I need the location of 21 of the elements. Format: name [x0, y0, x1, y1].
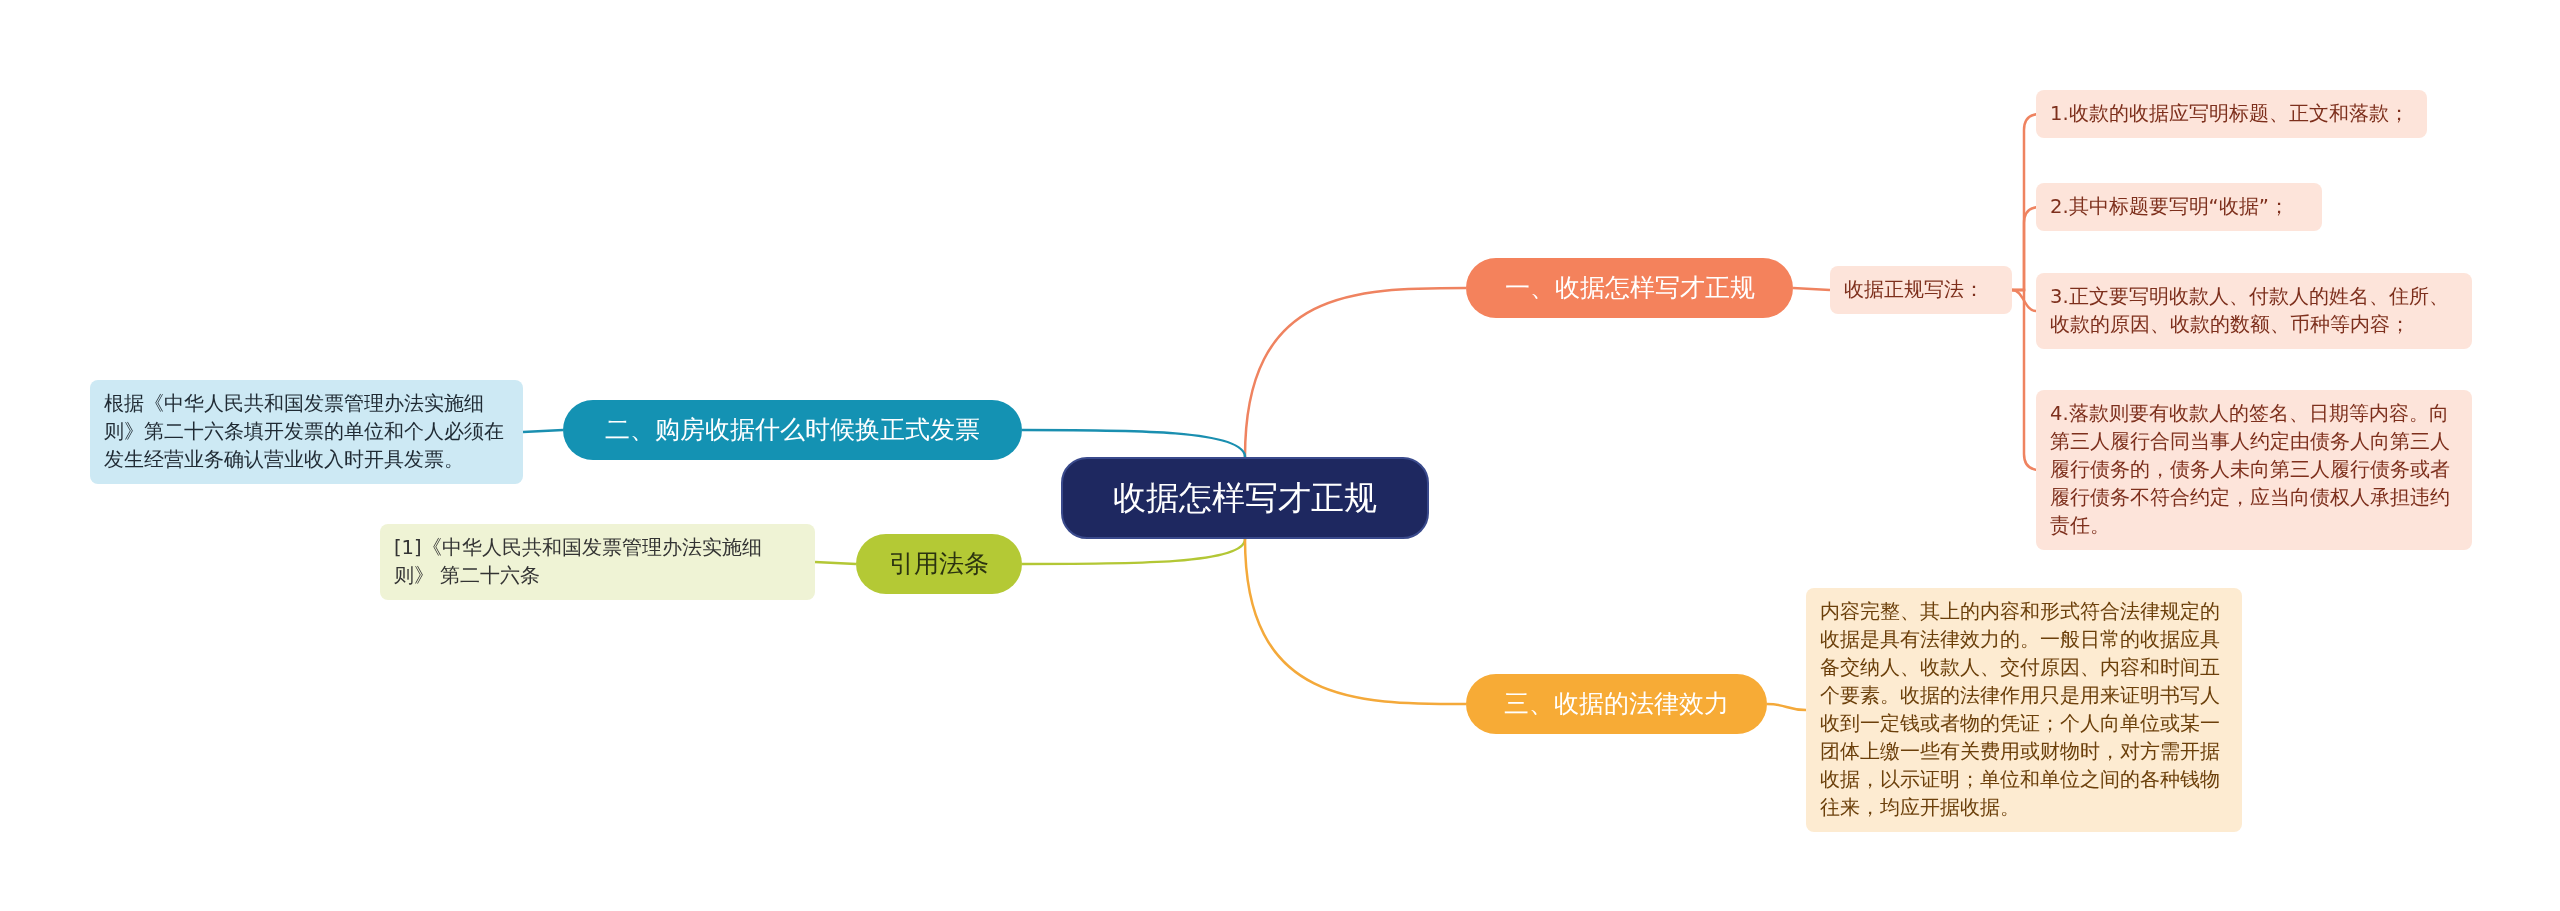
note-card: 3.正文要写明收款人、付款人的姓名、住所、收款的原因、收款的数额、币种等内容；	[2036, 273, 2472, 349]
connector-line	[814, 560, 857, 566]
branch-topic: 三、收据的法律效力	[1466, 674, 1767, 734]
note-card: [1]《中华人民共和国发票管理办法实施细则》 第二十六条	[380, 524, 815, 600]
note-card: 收据正规写法：	[1830, 266, 2012, 314]
central-topic: 收据怎样写才正规	[1061, 457, 1429, 539]
connector-line	[1022, 428, 1247, 458]
connector-line	[1243, 538, 1466, 706]
connector-line	[1766, 702, 1807, 712]
branch-topic: 一、收据怎样写才正规	[1466, 258, 1793, 318]
connector-line	[522, 428, 564, 434]
connector-line	[1792, 286, 1831, 292]
note-card: 内容完整、其上的内容和形式符合法律规定的收据是具有法律效力的。一般日常的收据应具备交纳人、收款人、交付原因、内容和时间五个要素。收据的法律作用只是用来证明书写人收到一定钱或者物的凭证；个人向单位或某一团体上缴一些有关费用或财物时，对方需开据收据，以示证明；单位和单位之间的各种钱物往来，均应开据收据。	[1806, 588, 2242, 832]
connector-line	[1022, 538, 1247, 566]
note-card: 根据《中华人民共和国发票管理办法实施细则》第二十六条填开发票的单位和个人必须在发生经营业务确认营业收入时开具发票。	[90, 380, 523, 484]
note-card: 2.其中标题要写明“收据”；	[2036, 183, 2322, 231]
branch-topic: 引用法条	[856, 534, 1022, 594]
branch-topic: 二、购房收据什么时候换正式发票	[563, 400, 1022, 460]
connector-line	[2011, 288, 2037, 313]
note-card: 4.落款则要有收款人的签名、日期等内容。向第三人履行合同当事人约定由债务人向第三人履行债务的，债务人未向第三人履行债务或者履行债务不符合约定，应当向债权人承担违约责任。	[2036, 390, 2472, 550]
note-card: 1.收款的收据应写明标题、正文和落款；	[2036, 90, 2427, 138]
